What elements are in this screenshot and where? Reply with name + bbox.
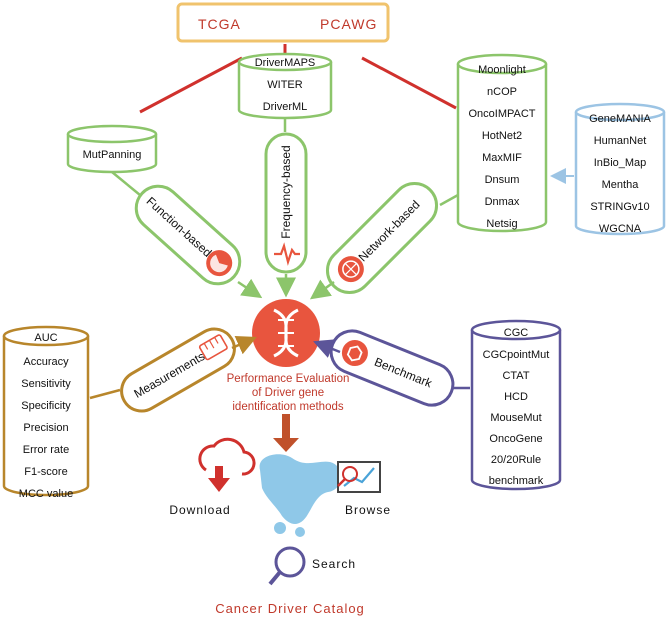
browse-icon[interactable] — [337, 461, 381, 493]
measurements-connector — [89, 388, 121, 400]
benchmark-item-0: CGC — [504, 327, 529, 339]
ruler-icon — [198, 334, 228, 361]
network-sources-db: GeneMANIA HumanNet InBio_Map Mentha STRI… — [574, 102, 666, 236]
network-source-item-4: STRINGv10 — [590, 201, 649, 213]
frequency-db-item-0: DriverMAPS — [255, 57, 316, 69]
benchmark-item-1: CGCpointMut — [483, 349, 550, 361]
function-db: MutPanning — [66, 124, 158, 174]
benchmark-db: CGC CGCpointMut CTAT HCD MouseMut OncoGe… — [470, 319, 562, 491]
network-db-item-3: HotNet2 — [482, 130, 522, 142]
function-db-connector — [111, 171, 141, 196]
benchmark-pill: Benchmark — [329, 329, 455, 407]
network-source-item-3: Mentha — [602, 179, 640, 191]
measurement-item-1: Accuracy — [23, 356, 69, 368]
function-db-item-0: MutPanning — [83, 149, 142, 161]
network-db-item-5: Dnsum — [485, 174, 520, 186]
measurements-arrow — [231, 335, 257, 355]
network-db-item-7: Netsig — [486, 218, 517, 230]
benchmark-item-5: OncoGene — [489, 433, 542, 445]
center-label-line3: identification methods — [232, 401, 343, 413]
center-label-line2: of Driver gene — [252, 387, 324, 399]
search-icon[interactable] — [268, 546, 306, 586]
network-source-item-2: InBio_Map — [594, 157, 647, 169]
source-tcga: TCGA — [198, 16, 241, 32]
network-db-connector — [439, 193, 459, 207]
measurements-pill: Measurements — [120, 327, 236, 413]
measurements-db: AUC Accuracy Sensitivity Specificity Pre… — [2, 325, 90, 500]
frequency-based-pill: Frequency-based — [264, 132, 308, 274]
browse-label[interactable]: Browse — [345, 503, 391, 517]
connector-left — [139, 56, 243, 114]
network-db-item-4: MaxMIF — [482, 152, 522, 164]
measurement-item-4: Precision — [23, 422, 68, 434]
function-based-pill: Function-based — [134, 184, 242, 286]
benchmark-item-7: benchmark — [489, 475, 544, 487]
network-db-item-1: nCOP — [487, 86, 517, 98]
center-label-line1: Performance Evaluation — [227, 373, 350, 385]
network-db-item-0: Moonlight — [478, 64, 526, 76]
benchmark-item-2: CTAT — [502, 370, 529, 382]
network-db-item-6: Dnmax — [485, 196, 520, 208]
network-db-item-2: OncoIMPACT — [468, 108, 535, 120]
source-pcawg: PCAWG — [320, 16, 377, 32]
search-label[interactable]: Search — [312, 557, 356, 571]
measurement-item-5: Error rate — [23, 444, 69, 456]
dna-icon — [252, 299, 320, 367]
network-db: Moonlight nCOP OncoIMPACT HotNet2 MaxMIF… — [456, 53, 548, 233]
network-source-item-1: HumanNet — [594, 135, 647, 147]
footer-title: Cancer Driver Catalog — [215, 601, 365, 616]
benchmark-icon — [341, 340, 368, 367]
network-based-pill: Network-based — [325, 181, 439, 295]
source-box — [176, 2, 390, 43]
measurement-item-6: F1-score — [24, 466, 67, 478]
network-source-item-5: WGCNA — [599, 223, 642, 235]
download-icon[interactable] — [198, 437, 256, 492]
measurement-item-7: MCC value — [19, 488, 73, 500]
measurement-item-0: AUC — [34, 332, 57, 344]
frequency-db-item-2: DriverML — [263, 101, 308, 113]
frequency-db-item-1: WITER — [267, 79, 302, 91]
frequency-db: DriverMAPS WITER DriverML — [237, 52, 333, 120]
benchmark-arrow — [313, 339, 341, 358]
measurement-item-2: Sensitivity — [21, 378, 71, 390]
benchmark-item-3: HCD — [504, 391, 528, 403]
download-label[interactable]: Download — [169, 503, 230, 517]
catalog-logo — [259, 454, 342, 537]
down-arrow — [273, 414, 299, 452]
measurement-item-3: Specificity — [21, 400, 71, 412]
network-arrow — [309, 279, 335, 300]
connector-right — [361, 56, 457, 110]
benchmark-item-4: MouseMut — [490, 412, 541, 424]
frequency-icon — [274, 242, 300, 266]
benchmark-item-6: 20/20Rule — [491, 454, 541, 466]
frequency-based-label: Frequency-based — [279, 145, 293, 238]
network-source-item-0: GeneMANIA — [589, 113, 651, 125]
function-arrow — [237, 278, 263, 299]
